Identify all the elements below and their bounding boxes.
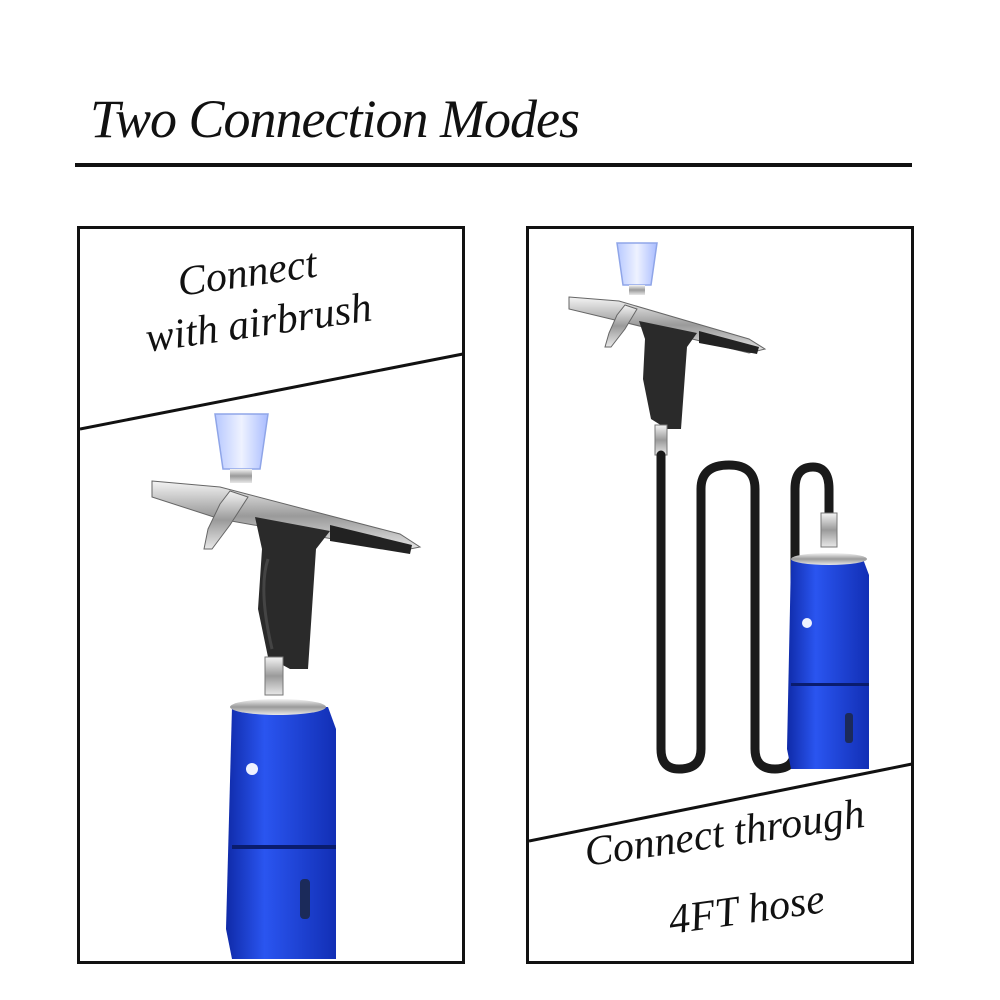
panel-connect-airbrush: Connect with airbrush [77,226,465,964]
compressor-icon [226,707,336,959]
panel-divider [529,762,911,843]
compressor-icon [787,559,869,769]
panel-divider [80,352,462,431]
page-title: Two Connection Modes [90,89,580,149]
hose-icon [568,242,869,774]
airbrush-icon [151,413,422,959]
panel-connect-hose: Connect through 4FT hose [526,226,914,964]
title-underline [75,163,912,167]
